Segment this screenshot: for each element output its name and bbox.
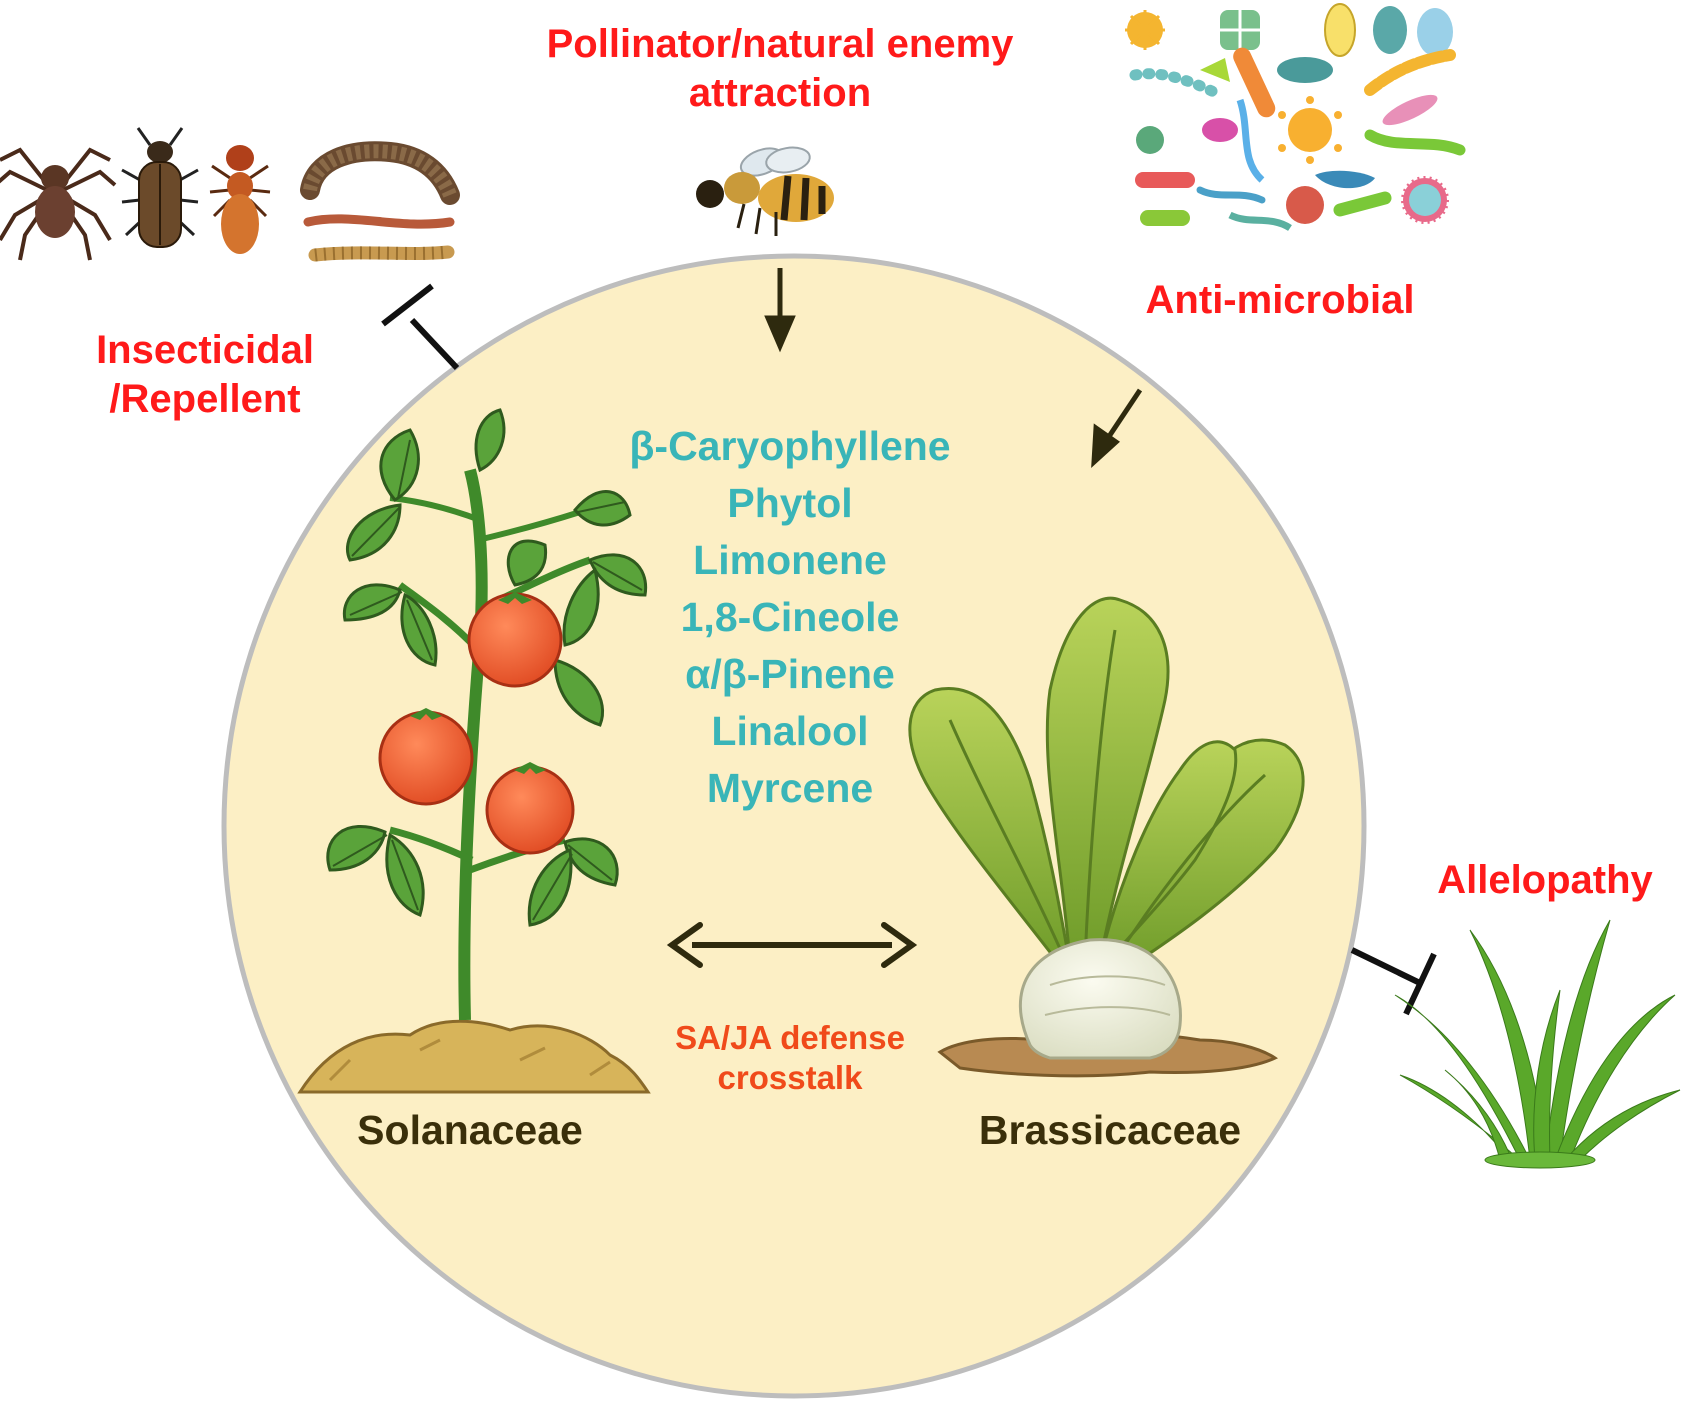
insecticidal-label: Insecticidal /Repellent [96, 328, 314, 421]
turnip-icon [908, 596, 1305, 1078]
pollinator-arrow [764, 268, 796, 353]
beetle-icon [121, 127, 199, 248]
crosstalk-label: SA/JA defense crosstalk [675, 1019, 905, 1097]
crosstalk-double-arrow [666, 922, 918, 968]
antimicrobial-arrow [1091, 388, 1143, 468]
compound-item: Myrcene [706, 765, 874, 811]
bee-icon [696, 146, 834, 236]
solanaceae-label: Solanaceae [357, 1107, 583, 1153]
tomato-plant-icon [297, 408, 651, 1094]
allelopathy-label: Allelopathy [1437, 858, 1653, 902]
larva-icon [308, 245, 455, 262]
termite-icon [209, 145, 271, 254]
compound-list: β-Caryophyllene Phytol Limonene 1,8-Cine… [545, 418, 1035, 817]
spider-icon [0, 147, 117, 261]
antimicrobial-label: Anti-microbial [1145, 278, 1415, 322]
allelopathy-inhibition [1350, 947, 1437, 1016]
worm-icon [303, 214, 455, 229]
compound-item: 1,8-Cineole [680, 594, 900, 640]
compound-item: Linalool [711, 708, 869, 754]
compound-item: α/β-Pinene [685, 651, 895, 697]
grass-icon [1394, 919, 1681, 1169]
compound-item: β-Caryophyllene [629, 423, 951, 469]
pollinator-label: Pollinator/natural enemy attraction [546, 22, 1014, 115]
millipede-icon [300, 141, 460, 205]
ecosystem-circle [221, 253, 1367, 1399]
compound-item: Phytol [727, 480, 853, 526]
microbes-icon [1125, 3, 1466, 232]
compound-item: Limonene [693, 537, 887, 583]
insecticidal-inhibition [381, 283, 460, 371]
brassicaceae-label: Brassicaceae [978, 1107, 1242, 1153]
